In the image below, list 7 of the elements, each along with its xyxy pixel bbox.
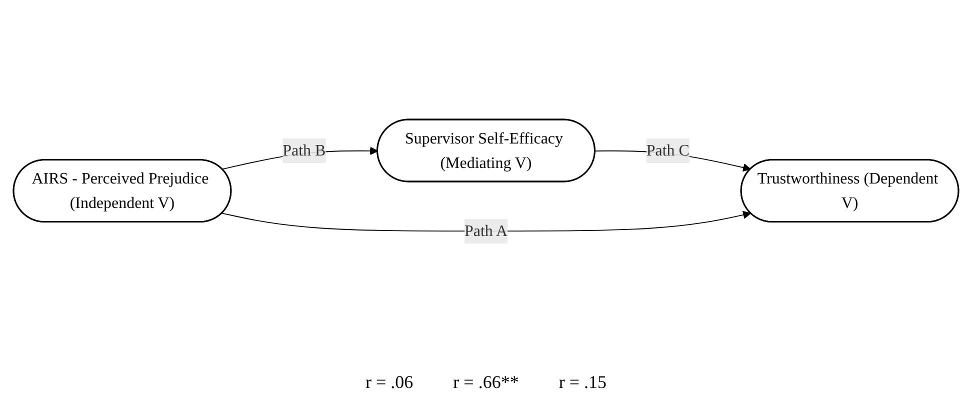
correlation-note: r = .06 bbox=[366, 372, 414, 392]
edge-label: Path B bbox=[282, 141, 326, 159]
correlation-note: r = .15 bbox=[558, 372, 606, 392]
edge-label: Path C bbox=[646, 141, 690, 159]
edge-label: Path A bbox=[464, 222, 508, 240]
correlation-note: r = .66** bbox=[453, 372, 519, 392]
arrow bbox=[222, 210, 752, 232]
